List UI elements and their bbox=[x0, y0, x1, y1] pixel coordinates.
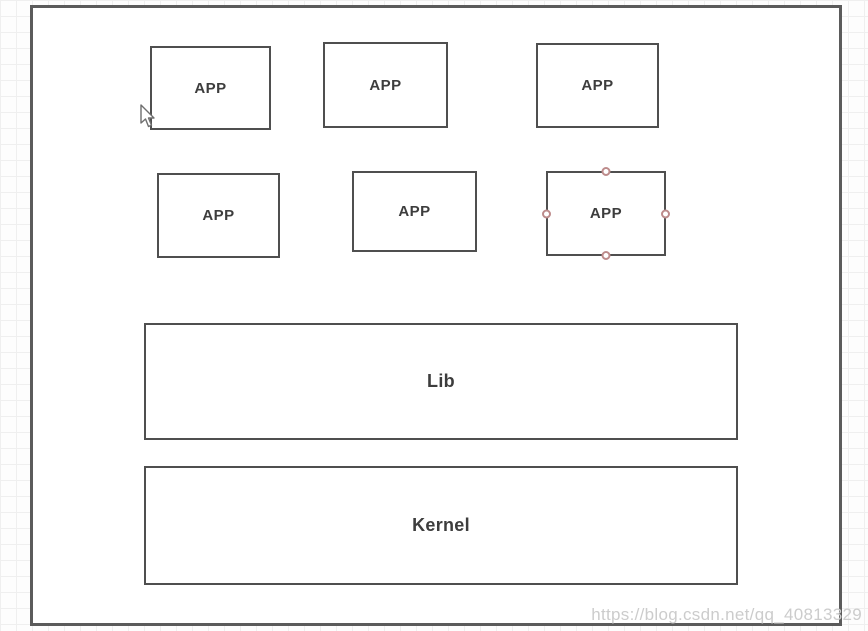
lib-layer-label: Lib bbox=[427, 371, 455, 391]
app-box-5[interactable]: APP bbox=[352, 171, 477, 252]
kernel-layer-box[interactable]: Kernel bbox=[144, 466, 738, 585]
app-box-6-selected[interactable]: APP bbox=[542, 167, 670, 260]
app-box-1[interactable]: APP bbox=[150, 46, 271, 130]
app-box-label: APP bbox=[581, 77, 614, 94]
lib-layer-box[interactable]: Lib bbox=[144, 323, 738, 440]
selection-handle-right[interactable] bbox=[661, 209, 670, 218]
app-box-label: APP bbox=[398, 203, 431, 220]
app-box-2[interactable]: APP bbox=[323, 42, 448, 128]
app-box-label: APP bbox=[194, 79, 227, 97]
watermark-text: https://blog.csdn.net/qq_40813329 bbox=[591, 605, 862, 624]
mouse-cursor-icon bbox=[140, 104, 155, 128]
app-box-4[interactable]: APP bbox=[157, 173, 280, 258]
app-box-label: APP bbox=[202, 207, 235, 224]
app-box-label: APP bbox=[589, 205, 623, 222]
app-box-3[interactable]: APP bbox=[536, 43, 659, 128]
app-box-label: APP bbox=[369, 76, 402, 94]
selection-handle-bottom[interactable] bbox=[601, 251, 611, 260]
kernel-layer-label: Kernel bbox=[412, 515, 470, 535]
selection-handle-left[interactable] bbox=[542, 209, 551, 218]
selection-handle-top[interactable] bbox=[601, 167, 611, 176]
